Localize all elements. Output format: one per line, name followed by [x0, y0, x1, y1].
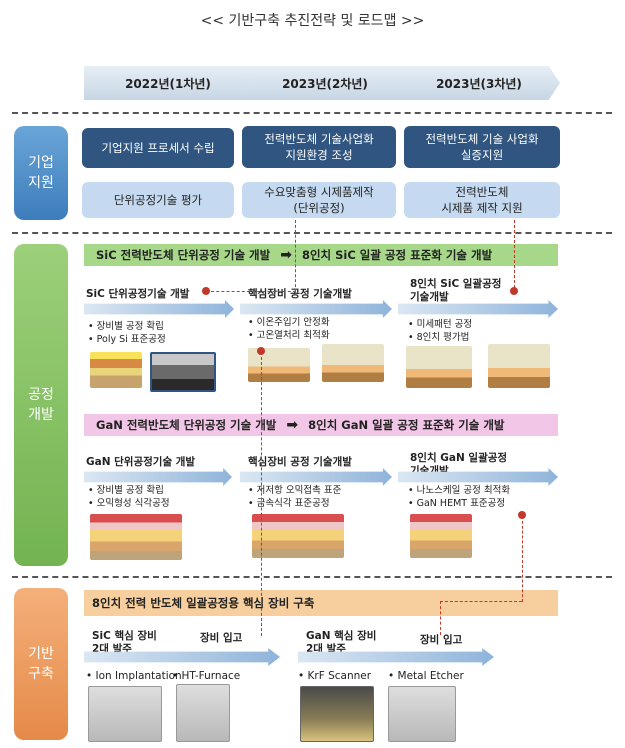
equipment-1-name: Ion Implantation: [95, 670, 182, 682]
gan-step-2-arrow: [240, 468, 392, 486]
gan-step-3-arrow: [398, 468, 558, 486]
sic-step-3-label: 8인치 SiC 일괄공정 기술개발: [410, 278, 502, 303]
sic-step-2-bullets: 이온주입기 안정화 고온열처리 최적화: [248, 316, 330, 342]
sic-step-3-bullets: 미세패턴 공정 8인치 평가법: [408, 318, 472, 344]
divider-top: [12, 112, 612, 114]
connector-4-vertical: [522, 516, 523, 602]
gan-step-1-label: GaN 단위공정기술 개발: [86, 456, 196, 468]
gan-band: GaN 전력반도체 단위공정 기술 개발 ➡ 8인치 GaN 일괄 공정 표준화…: [84, 414, 558, 436]
infra-band: 8인치 전력 반도체 일괄공정용 핵심 장비 구축: [84, 590, 558, 616]
page-title: << 기반구축 추진전략 및 로드맵 >>: [200, 13, 425, 29]
gan-band-arrow: ➡: [286, 417, 299, 433]
enterprise-box-1: 기업지원 프로세서 수립: [82, 128, 234, 168]
infra-gan-receive: 장비 입고: [420, 634, 463, 646]
timeline-year-3-label: 2023년(3차년): [436, 76, 522, 91]
enterprise-box-5: 수요맞춤형 시제품제작 (단위공정): [242, 182, 396, 218]
gan-step-2-bullet-2: 금속식각 표준공정: [248, 497, 341, 510]
connector-4-horizontal: [440, 601, 522, 602]
equipment-2-label: • HT-Furnace: [172, 670, 241, 682]
sic-step-3-bullet-1: 미세패턴 공정: [408, 318, 472, 331]
infra-sic-label: SiC 핵심 장비 2대 발주: [92, 630, 157, 655]
timeline-year-2-label: 2023년(2차년): [282, 76, 368, 91]
gan-step-1-arrow: [84, 468, 232, 486]
enterprise-box-4: 단위공정기술 평가: [82, 182, 234, 218]
connector-1-horizontal: [206, 291, 296, 292]
infra-gan-arrow: [298, 648, 494, 666]
sic-step-2-bullet-1: 이온주입기 안정화: [248, 316, 330, 329]
timeline-year-1: 2022년(1차년): [84, 66, 252, 100]
gan-band-left: GaN 전력반도체 단위공정 기술 개발: [96, 418, 277, 432]
gan-step-3-bullet-1: 나노스케일 공정 최적화: [408, 484, 510, 497]
enterprise-box-6: 전력반도체 시제품 제작 지원: [404, 182, 560, 218]
sic-band-left: SiC 전력반도체 단위공정 기술 개발: [96, 248, 271, 262]
section-label-enterprise: 기업 지원: [14, 126, 68, 220]
sic-step-3-bullet-2: 8인치 평가법: [408, 331, 472, 344]
sic-step-2-device-image-2: [322, 344, 384, 382]
sic-step-2-arrow: [240, 300, 392, 318]
sic-step-2-bullet-2: 고온열처리 최적화: [248, 329, 330, 342]
gan-band-right: 8인치 GaN 일괄 공정 표준화 기술 개발: [308, 418, 505, 432]
sic-step-1-label: SiC 단위공정기술 개발: [86, 288, 190, 300]
equipment-3-label: • KrF Scanner: [298, 670, 372, 682]
sic-step-3-device-image-1: [406, 346, 472, 388]
sic-step-1-sem-image: [150, 352, 216, 392]
sic-step-1-bullet-2: Poly Si 표준공정: [88, 333, 166, 346]
gan-step-1-bullet-2: 오믹형성 식각공정: [88, 497, 170, 510]
enterprise-box-3: 전력반도체 기술 사업화 실증지원: [404, 126, 560, 168]
equipment-4-label: • Metal Etcher: [388, 670, 464, 682]
connector-1-vertical: [295, 220, 296, 292]
equipment-4-name: Metal Etcher: [397, 670, 464, 682]
connector-3-vertical: [261, 352, 262, 636]
gan-step-2-label: 핵심장비 공정 기술개발: [248, 456, 352, 468]
equipment-4-image: [388, 686, 456, 742]
timeline-year-3: 2023년(3차년): [398, 66, 560, 100]
infra-sic-receive: 장비 입고: [200, 632, 243, 644]
connector-dot-4: [518, 511, 526, 519]
divider-mid: [12, 232, 612, 234]
equipment-2-name: HT-Furnace: [181, 670, 241, 682]
sic-step-1-arrow: [84, 300, 234, 318]
connector-dot-3: [257, 347, 265, 355]
connector-2-vertical: [514, 220, 515, 288]
equipment-1-label: • Ion Implantation: [86, 670, 182, 682]
gan-step-2-structure-image: [252, 514, 344, 558]
sic-step-2-label: 핵심장비 공정 기술개발: [248, 288, 352, 300]
gan-step-1-bullets: 장비별 공정 확립 오믹형성 식각공정: [88, 484, 170, 510]
timeline-year-1-label: 2022년(1차년): [125, 76, 211, 91]
sic-step-1-structure-image: [90, 352, 142, 388]
gan-step-1-structure-image: [90, 514, 182, 560]
sic-band-right: 8인치 SiC 일괄 공정 표준화 기술 개발: [301, 248, 493, 262]
equipment-3-image: [300, 686, 374, 742]
gan-step-2-bullets: 저저항 오믹접촉 표준 금속식각 표준공정: [248, 484, 342, 510]
section-label-process: 공정 개발: [14, 244, 68, 566]
equipment-1-image: [88, 686, 162, 742]
sic-step-1-bullet-1: 장비별 공정 확립: [88, 320, 166, 333]
section-label-infra: 기반 구축: [14, 588, 68, 740]
sic-step-3-arrow: [398, 300, 558, 318]
gan-step-2-bullet-1: 저저항 오믹접촉 표준: [248, 484, 342, 497]
equipment-2-image: [176, 684, 230, 742]
gan-step-3-bullet-2: GaN HEMT 표준공정: [408, 497, 510, 510]
connector-4-drop: [440, 601, 441, 635]
gan-step-3-bullets: 나노스케일 공정 최적화 GaN HEMT 표준공정: [408, 484, 510, 510]
infra-sic-arrow: [84, 648, 280, 666]
equipment-3-name: KrF Scanner: [307, 670, 372, 682]
infra-band-label: 8인치 전력 반도체 일괄공정용 핵심 장비 구축: [92, 596, 315, 610]
divider-bottom: [12, 576, 612, 578]
sic-step-3-device-image-2: [488, 344, 550, 388]
enterprise-box-2: 전력반도체 기술사업화 지원환경 조성: [242, 126, 396, 168]
timeline-year-2: 2023년(2차년): [240, 66, 410, 100]
gan-step-3-structure-image: [410, 514, 472, 558]
connector-dot-2: [510, 287, 518, 295]
sic-step-1-bullets: 장비별 공정 확립 Poly Si 표준공정: [88, 320, 166, 346]
sic-band: SiC 전력반도체 단위공정 기술 개발 ➡ 8인치 SiC 일괄 공정 표준화…: [84, 244, 558, 266]
sic-band-arrow: ➡: [280, 247, 292, 263]
gan-step-1-bullet-1: 장비별 공정 확립: [88, 484, 170, 497]
